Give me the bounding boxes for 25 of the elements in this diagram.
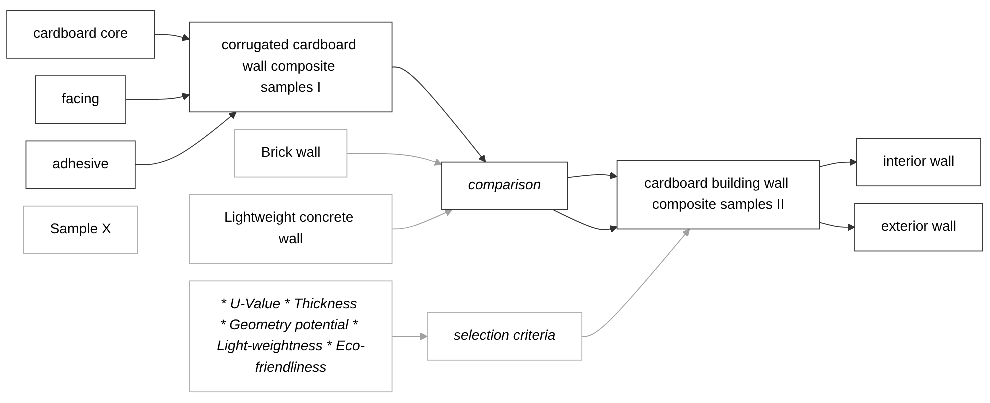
arrow [392, 209, 453, 230]
arrow [567, 172, 618, 180]
node-box: corrugated cardboard wall composite samples I [189, 22, 393, 113]
node-box: comparison [442, 162, 568, 210]
arrow [346, 153, 442, 166]
arrow [819, 222, 856, 232]
node-box: exterior wall [854, 203, 984, 252]
node-box: interior wall [856, 138, 982, 187]
node-box: Brick wall [234, 129, 348, 178]
arrow [154, 34, 190, 42]
arrow [392, 332, 428, 340]
node-box: Lightweight concrete wall [189, 194, 393, 264]
arrow [819, 158, 858, 168]
node-box: Sample X [23, 206, 138, 254]
arrow [392, 66, 486, 163]
node-box: facing [35, 76, 126, 124]
arrow [552, 209, 618, 233]
node-box: adhesive [26, 140, 136, 190]
arrow [134, 112, 237, 166]
arrow [126, 93, 190, 101]
node-box: cardboard core [6, 10, 156, 59]
arrow [582, 228, 690, 338]
node-box: selection criteria [427, 312, 583, 361]
node-box: * U-Value * Thickness * Geometry potential * Light-weightness * Eco-friendliness [189, 280, 393, 393]
node-box: cardboard building wall composite samples II [616, 160, 820, 230]
